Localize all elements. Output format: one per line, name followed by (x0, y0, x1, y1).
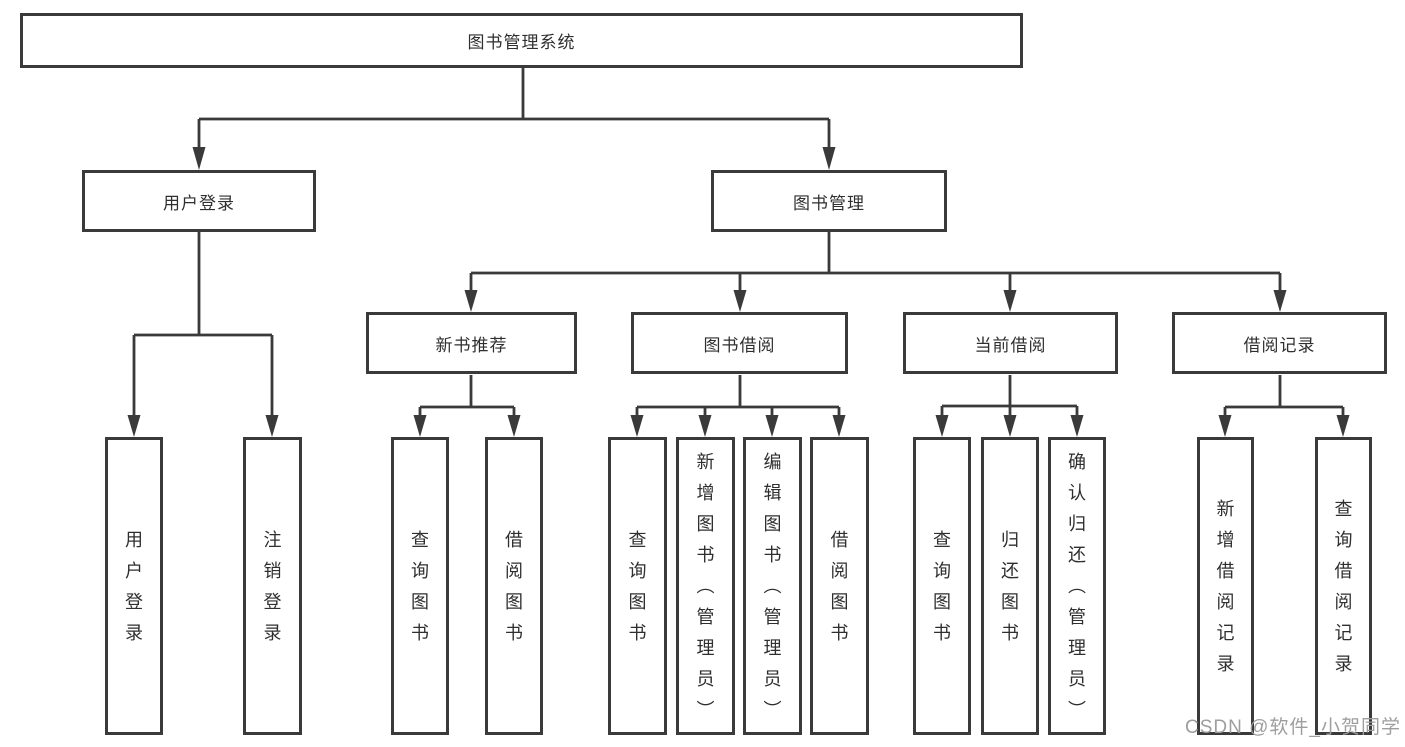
node-current-borrow: 当前借阅 (903, 312, 1118, 374)
leaf-return-books-label: 归还图书 (1001, 529, 1019, 643)
leaf-query-books-2-label: 查询图书 (628, 529, 647, 643)
leaf-add-borrow-record-label: 新增借阅记录 (1216, 498, 1235, 674)
leaf-query-books-1: 查询图书 (391, 437, 449, 735)
leaf-query-books-3: 查询图书 (913, 437, 971, 735)
node-new-book-recommend-label: 新书推荐 (435, 335, 508, 355)
node-book-management: 图书管理 (711, 170, 947, 232)
node-book-borrow-label: 图书借阅 (703, 335, 776, 355)
node-user-login: 用户登录 (82, 170, 316, 232)
leaf-borrow-books-1-label: 借阅图书 (505, 529, 523, 643)
node-current-borrow-label: 当前借阅 (974, 335, 1047, 355)
node-user-login-label: 用户登录 (163, 193, 235, 213)
leaf-logout: 注销登录 (243, 437, 302, 735)
arrowheads (127, 147, 1350, 437)
leaf-borrow-books-1: 借阅图书 (485, 437, 543, 735)
node-borrow-records: 借阅记录 (1172, 312, 1387, 374)
leaf-edit-books-admin: 编辑图书︵管理员︶ (743, 437, 802, 735)
node-borrow-records-label: 借阅记录 (1243, 335, 1316, 355)
node-book-management-label: 图书管理 (793, 193, 865, 213)
leaf-add-borrow-record: 新增借阅记录 (1197, 437, 1254, 735)
leaf-query-books-1-label: 查询图书 (411, 529, 429, 643)
leaf-query-books-2: 查询图书 (608, 437, 667, 735)
csdn-watermark: CSDN @软件_小贺同学 (1185, 717, 1401, 738)
leaf-return-books: 归还图书 (981, 437, 1039, 735)
leaf-add-books-admin: 新增图书︵管理员︶ (676, 437, 735, 735)
leaf-user-login-label: 用户登录 (125, 529, 143, 643)
leaf-logout-label: 注销登录 (263, 529, 282, 643)
leaf-add-books-admin-label: 新增图书︵管理员︶ (696, 452, 715, 720)
node-new-book-recommend: 新书推荐 (366, 312, 577, 374)
leaf-confirm-return-admin-label: 确认归还︵管理员︶ (1068, 452, 1086, 720)
leaf-query-books-3-label: 查询图书 (933, 529, 951, 643)
leaf-query-borrow-record: 查询借阅记录 (1315, 437, 1372, 735)
node-root: 图书管理系统 (20, 13, 1023, 68)
leaf-query-borrow-record-label: 查询借阅记录 (1334, 498, 1353, 674)
node-root-label: 图书管理系统 (467, 33, 576, 52)
leaf-edit-books-admin-label: 编辑图书︵管理员︶ (763, 452, 782, 720)
node-book-borrow: 图书借阅 (631, 312, 848, 374)
leaf-user-login: 用户登录 (105, 437, 163, 735)
leaf-confirm-return-admin: 确认归还︵管理员︶ (1048, 437, 1106, 735)
leaf-borrow-books-2-label: 借阅图书 (830, 529, 849, 643)
leaf-borrow-books-2: 借阅图书 (810, 437, 869, 735)
